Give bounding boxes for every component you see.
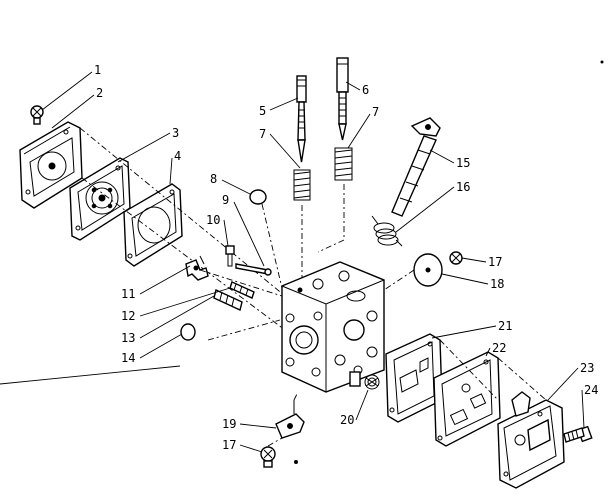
callout-13: 13: [121, 331, 135, 345]
part-screw-24: [563, 425, 593, 443]
reference-dot-top: [600, 60, 604, 64]
callout-16: 16: [456, 180, 470, 194]
callout-21: 21: [498, 319, 512, 333]
part-gasket-4: [123, 183, 183, 267]
callout-8: 8: [210, 172, 217, 186]
callout-17-lower: 17: [222, 438, 236, 452]
callout-19: 19: [222, 417, 236, 431]
callout-23: 23: [580, 361, 594, 375]
callout-12: 12: [121, 309, 135, 323]
callout-11: 11: [121, 287, 135, 301]
callout-1: 1: [94, 63, 101, 77]
part-shaft-15: [391, 117, 441, 217]
callout-17-upper: 17: [488, 255, 502, 269]
part-carburetor-body: [281, 261, 385, 393]
part-spring-7-left: [293, 169, 311, 201]
callout-22: 22: [492, 341, 506, 355]
callout-20: 20: [340, 413, 354, 427]
reference-dot: [294, 460, 298, 464]
callouts: 1 2 3 4 5 6 7 7 8 9 10 11 12 13 14 15 16…: [94, 63, 598, 452]
part-pin-9: [235, 263, 272, 276]
callout-7-right: 7: [372, 105, 379, 119]
part-needle-5: [296, 75, 307, 163]
part-spring-7-right: [334, 147, 353, 181]
callout-10: 10: [206, 213, 220, 227]
part-plate-22: [433, 351, 501, 447]
callout-15: 15: [456, 156, 470, 170]
part-diaphragm-18: [413, 253, 443, 287]
part-screw-1: [30, 105, 44, 125]
callout-14: 14: [121, 351, 135, 365]
part-lever-19: [275, 400, 305, 439]
callout-2: 2: [96, 86, 103, 100]
callout-6: 6: [362, 83, 369, 97]
callout-7-left: 7: [259, 127, 266, 141]
part-spring-20: [364, 374, 380, 390]
part-screw-10: [225, 245, 235, 267]
reference-line: [0, 365, 181, 385]
part-needle-6: [336, 57, 349, 141]
part-needle-12: [229, 281, 255, 299]
part-spring-16: [371, 215, 403, 247]
part-screw-17-lower: [260, 446, 276, 468]
callout-9: 9: [222, 193, 229, 207]
part-fitting-11: [185, 255, 209, 281]
callout-5: 5: [259, 104, 266, 118]
callout-4: 4: [174, 149, 181, 163]
part-cap-8: [249, 189, 267, 205]
callout-24: 24: [584, 383, 598, 397]
part-screw-17-upper: [449, 251, 463, 265]
callout-18: 18: [490, 277, 504, 291]
part-valve-13: [213, 289, 243, 311]
part-plug-14: [180, 323, 196, 341]
part-cover-23: [497, 391, 565, 489]
callout-3: 3: [172, 126, 179, 140]
